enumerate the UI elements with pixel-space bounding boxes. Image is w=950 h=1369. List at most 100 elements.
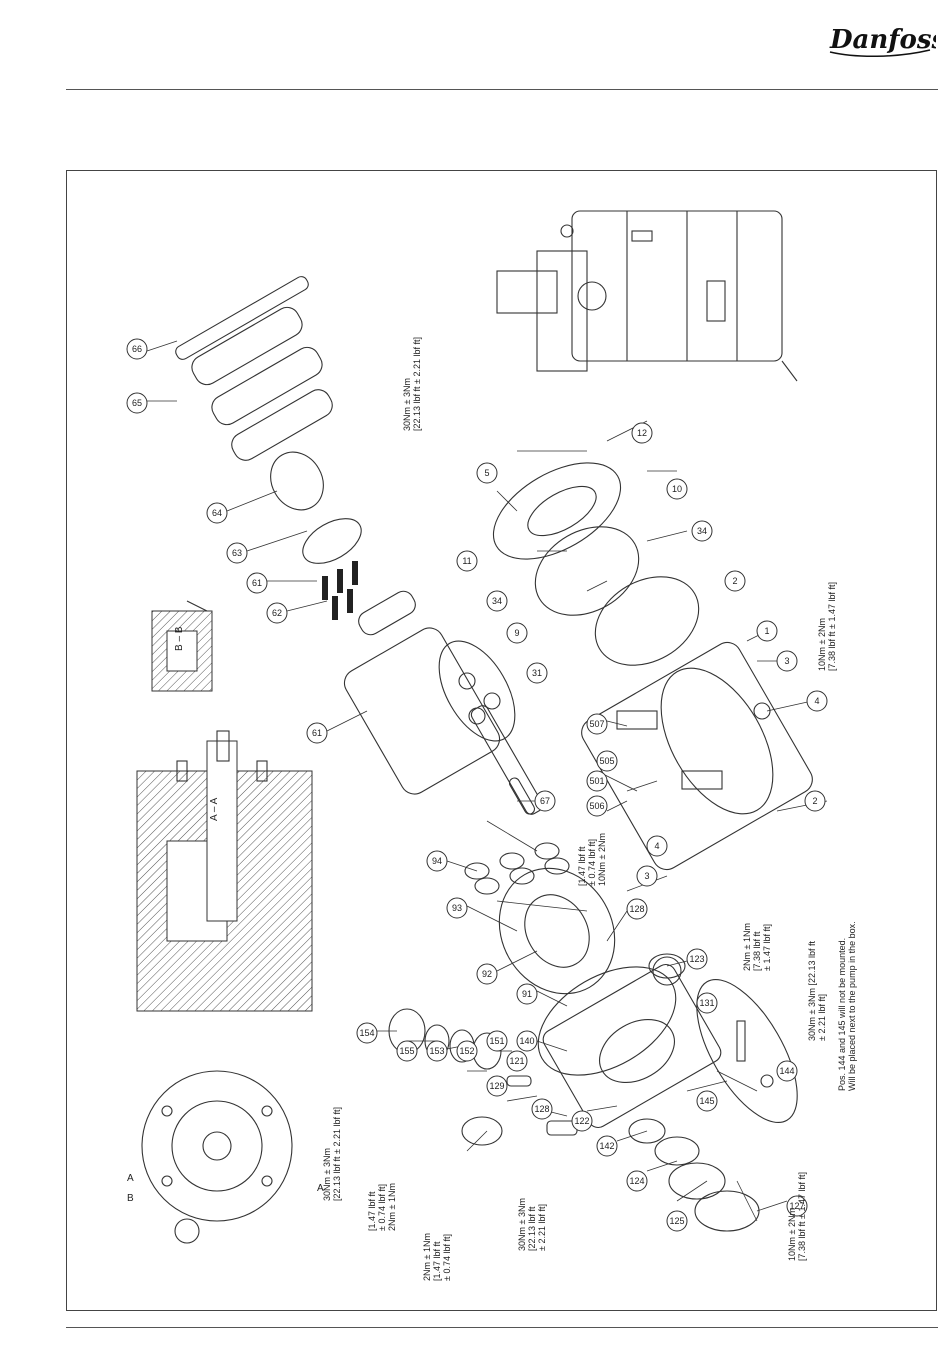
callout-92: 92 — [476, 963, 498, 985]
torque-note-128: 30Nm ± 3Nm [22.13 lbf ft ± 2.21 lbf ft] — [517, 1198, 547, 1251]
callout-125: 125 — [666, 1210, 688, 1232]
cover-11 — [492, 462, 622, 560]
torque-note-127: 10Nm ± 2Nm [7.38 lbf ft ± 1.47 lbf ft] — [787, 1172, 807, 1261]
part-64 — [270, 451, 324, 511]
plate-31 — [594, 576, 700, 666]
svg-text:63: 63 — [232, 548, 242, 558]
svg-text:125: 125 — [669, 1216, 684, 1226]
callout-65: 65 — [126, 392, 148, 414]
svg-text:121: 121 — [509, 1056, 524, 1066]
svg-text:154: 154 — [359, 1028, 374, 1038]
callout-123: 123 — [686, 948, 708, 970]
svg-text:34: 34 — [697, 526, 707, 536]
callout-93: 93 — [446, 897, 468, 919]
svg-text:61: 61 — [252, 578, 262, 588]
torque-note-mid: [1.47 lbf ft ± 0.74 lbf ft] 10Nm ± 2Nm — [577, 833, 607, 886]
svg-text:506: 506 — [589, 801, 604, 811]
plug-131 — [648, 953, 686, 979]
torque-note-right: 10Nm ± 2Nm [7.38 lbf ft ± 1.47 lbf ft] — [817, 582, 837, 671]
callout-61a: 61 — [246, 572, 268, 594]
valve-parts — [388, 1008, 578, 1146]
callout-151: 151 — [486, 1030, 508, 1052]
leader-lines — [146, 340, 828, 1222]
callout-11: 11 — [456, 550, 478, 572]
callout-155: 155 — [396, 1040, 418, 1062]
callout-34b: 34 — [691, 520, 713, 542]
svg-text:128: 128 — [534, 1104, 549, 1114]
torque-note-129: [1.47 lbf ft ± 0.74 lbf ft] 2Nm ± 1Nm — [367, 1183, 397, 1231]
svg-text:31: 31 — [532, 668, 542, 678]
danfoss-logo: Danfoss — [829, 25, 936, 58]
end-cover-121 — [542, 956, 722, 1129]
callout-61: 61 — [306, 722, 328, 744]
marker-b-left: B — [127, 1193, 134, 1204]
callout-67: 67 — [534, 790, 556, 812]
callout-4b: 4 — [806, 690, 828, 712]
parts-65-66 — [175, 276, 333, 461]
svg-text:64: 64 — [212, 508, 222, 518]
shaft-seal-parts — [628, 1118, 760, 1232]
front-view — [141, 1070, 293, 1244]
callout-152: 152 — [456, 1040, 478, 1062]
callout-62: 62 — [266, 602, 288, 624]
callout-3b: 3 — [776, 650, 798, 672]
svg-text:9: 9 — [514, 628, 519, 638]
marker-a-left: A — [127, 1173, 134, 1184]
svg-text:94: 94 — [432, 856, 442, 866]
svg-text:4: 4 — [814, 696, 819, 706]
header-rule — [66, 89, 938, 90]
callout-2b: 2 — [724, 570, 746, 592]
svg-text:3: 3 — [644, 871, 649, 881]
svg-text:91: 91 — [522, 989, 532, 999]
svg-text:127: 127 — [789, 1201, 804, 1211]
seal-140 — [537, 966, 677, 1076]
svg-text:65: 65 — [132, 398, 142, 408]
callout-1: 1 — [756, 620, 778, 642]
svg-text:501: 501 — [589, 776, 604, 786]
callout-34a: 34 — [486, 590, 508, 612]
svg-text:507: 507 — [589, 719, 604, 729]
callout-3a: 3 — [636, 865, 658, 887]
svg-text:129: 129 — [489, 1081, 504, 1091]
callout-129: 129 — [486, 1075, 508, 1097]
torque-note-154: 30Nm ± 3Nm [22.13 lbf ft ± 2.21 lbf ft] — [322, 1107, 342, 1201]
svg-text:142: 142 — [599, 1141, 614, 1151]
callout-5: 5 — [476, 462, 498, 484]
svg-text:144: 144 — [779, 1066, 794, 1076]
assembled-pump — [496, 210, 798, 382]
torque-note-top: 30Nm ± 3Nm [22.13 lbf ft ± 2.21 lbf ft] — [402, 337, 422, 431]
callout-bubbles: 66 65 64 63 61 62 61 67 94 93 92 91 140 … — [126, 338, 828, 1232]
section-aa — [136, 730, 313, 1012]
callout-128b: 128 — [531, 1098, 553, 1120]
svg-text:155: 155 — [399, 1046, 414, 1056]
part-67 — [508, 777, 536, 815]
callout-501: 501 — [586, 770, 608, 792]
torque-note-144: 30Nm ± 3Nm [22.13 lbf ft ± 2.21 lbf ft] — [807, 941, 827, 1041]
part-62-pins — [322, 561, 358, 620]
housing-1 — [581, 641, 813, 871]
svg-text:92: 92 — [482, 969, 492, 979]
callout-140: 140 — [516, 1030, 538, 1052]
callout-31: 31 — [526, 662, 548, 684]
svg-text:1: 1 — [764, 626, 769, 636]
logo-text: Danfoss — [829, 25, 936, 55]
loose-parts-bag — [696, 978, 798, 1124]
svg-text:145: 145 — [699, 1096, 714, 1106]
callout-94: 94 — [426, 850, 448, 872]
callout-12: 12 — [631, 422, 653, 444]
svg-text:122: 122 — [574, 1116, 589, 1126]
section-aa-label: A – A — [209, 797, 220, 821]
callout-154: 154 — [356, 1022, 378, 1044]
svg-text:153: 153 — [429, 1046, 444, 1056]
callout-91: 91 — [516, 983, 538, 1005]
callout-131a: 131 — [696, 992, 718, 1014]
svg-text:2: 2 — [732, 576, 737, 586]
callout-63: 63 — [226, 542, 248, 564]
svg-text:4: 4 — [654, 841, 659, 851]
svg-text:66: 66 — [132, 344, 142, 354]
callout-121: 121 — [506, 1050, 528, 1072]
svg-text:61: 61 — [312, 728, 322, 738]
o-rings-93-94 — [464, 842, 570, 895]
callout-10: 10 — [666, 478, 688, 500]
svg-text:34: 34 — [492, 596, 502, 606]
